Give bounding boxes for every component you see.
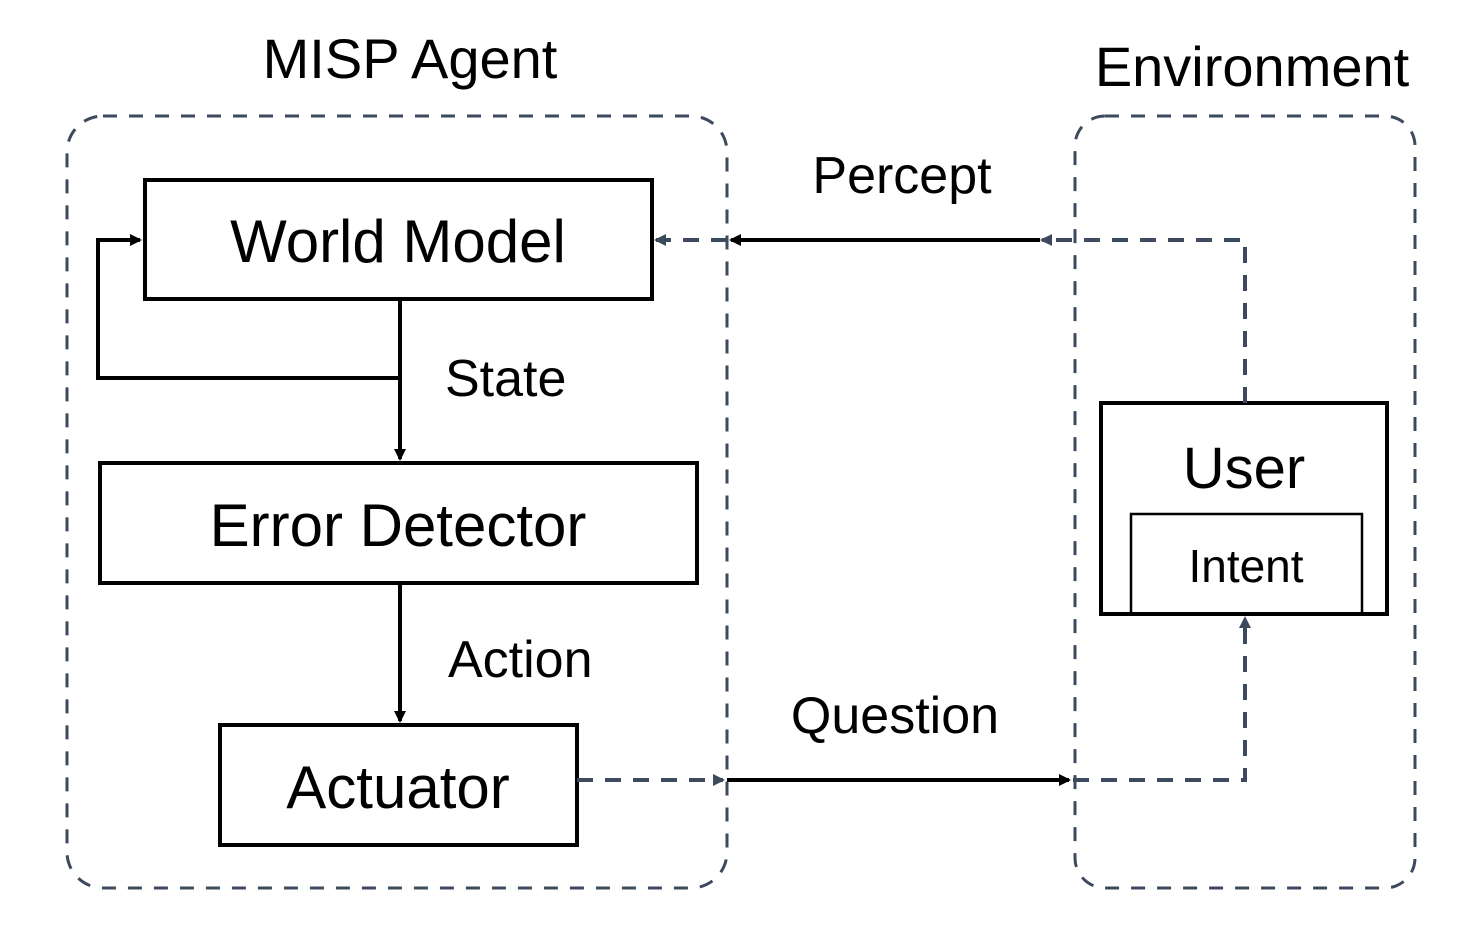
- environment-group-title: Environment: [1095, 35, 1410, 98]
- action-label: Action: [448, 631, 593, 689]
- question-label: Question: [791, 687, 999, 745]
- intent-box: [1129, 512, 1364, 616]
- percept-label: Percept: [812, 147, 992, 205]
- environment-group-border: [1073, 114, 1417, 890]
- world-model-box: [143, 178, 654, 301]
- percept-dashed-from-user: [1040, 234, 1247, 403]
- question-dashed-to-user: [1073, 616, 1251, 782]
- user-box: [1099, 401, 1389, 616]
- user-label: User: [1183, 436, 1305, 501]
- agent-group-title: MISP Agent: [263, 27, 558, 90]
- agent-group-border: [65, 114, 729, 890]
- error-detector-label: Error Detector: [210, 492, 587, 559]
- actuator-label: Actuator: [286, 754, 509, 821]
- actuator-box: [218, 723, 579, 847]
- intent-label: Intent: [1188, 540, 1303, 592]
- world-model-label: World Model: [230, 208, 566, 275]
- world-model-self-loop: [96, 234, 400, 380]
- state-label: State: [445, 350, 566, 408]
